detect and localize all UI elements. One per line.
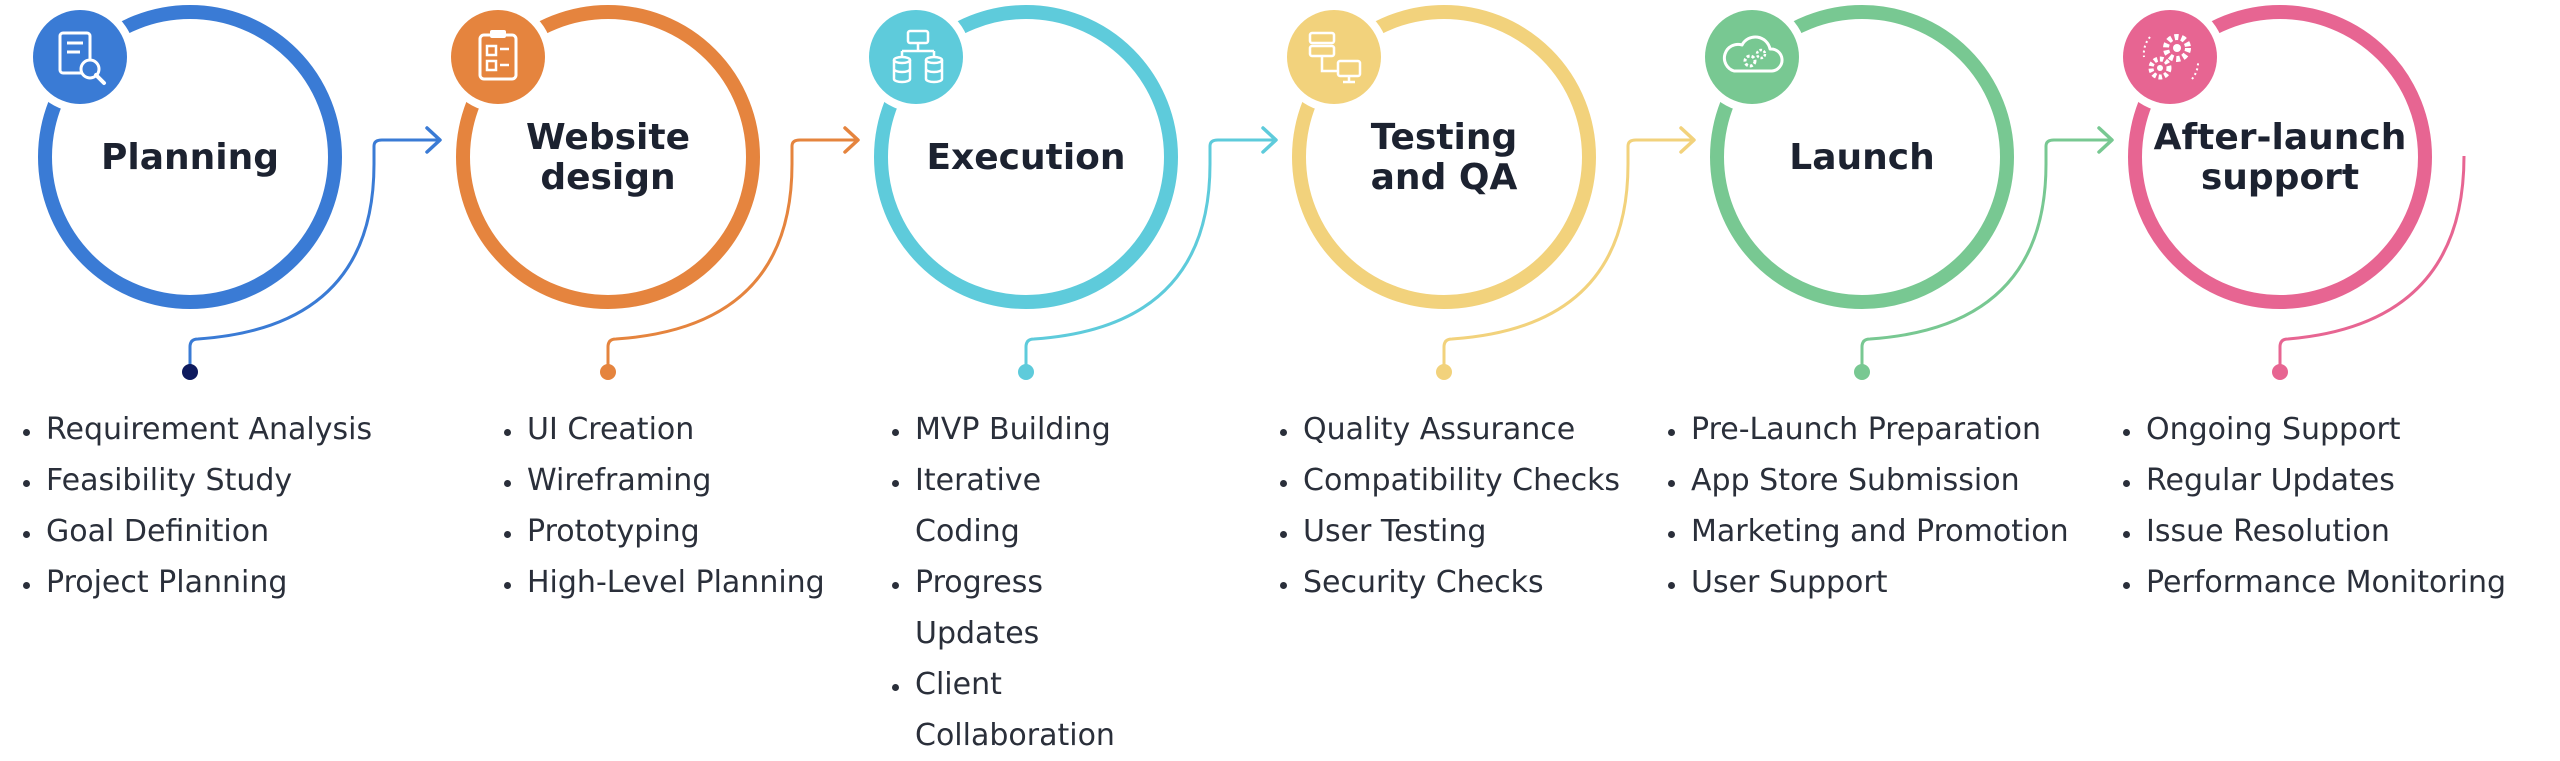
icon-badge xyxy=(451,10,545,104)
list-item: Regular Updates xyxy=(2144,455,2560,506)
search-document-icon xyxy=(58,31,106,85)
arrow-head-icon xyxy=(843,126,860,154)
list-item: App Store Submission xyxy=(1689,455,2129,506)
icon-badge xyxy=(1287,10,1381,104)
list-item: Iterative Coding xyxy=(913,455,1143,557)
list-item: Marketing and Promotion xyxy=(1689,506,2129,557)
list-item: Requirement Analysis xyxy=(44,404,514,455)
list-dot xyxy=(600,364,616,380)
connector-line xyxy=(188,138,440,372)
list-item: Feasibility Study xyxy=(44,455,514,506)
list-item: Performance Monitoring xyxy=(2144,557,2560,608)
step-list: Ongoing SupportRegular UpdatesIssue Reso… xyxy=(2116,404,2560,608)
step-list: Requirement AnalysisFeasibility StudyGoa… xyxy=(16,404,514,608)
step-list: Quality AssuranceCompatibility ChecksUse… xyxy=(1273,404,1686,608)
step-list: MVP BuildingIterative CodingProgress Upd… xyxy=(885,404,1143,761)
connector-line xyxy=(1860,138,2112,372)
step-title-line: support xyxy=(2201,157,2359,198)
list-item: Issue Resolution xyxy=(2144,506,2560,557)
step-list: Pre-Launch PreparationApp Store Submissi… xyxy=(1661,404,2129,608)
list-item: Project Planning xyxy=(44,557,514,608)
list-dot xyxy=(1018,364,1034,380)
list-dot xyxy=(182,364,198,380)
icon-badge xyxy=(33,10,127,104)
arrow-head-icon xyxy=(1679,126,1696,154)
arrow-head-icon xyxy=(425,126,442,154)
step-title: Launch xyxy=(1789,137,1934,178)
clipboard-layout-icon xyxy=(478,30,518,81)
list-item: User Testing xyxy=(1301,506,1686,557)
step-title-line: Website xyxy=(526,117,690,158)
step-title-line: Execution xyxy=(926,137,1125,178)
step-title: Planning xyxy=(101,137,279,178)
arrow-head-icon xyxy=(2097,126,2114,154)
arrow-head-icon xyxy=(1261,126,1278,154)
list-dot xyxy=(1436,364,1452,380)
step-title-line: and QA xyxy=(1371,157,1518,198)
step-title-line: design xyxy=(540,157,675,198)
step-5: Launch xyxy=(1697,2,2114,380)
list-item: High-Level Planning xyxy=(525,557,905,608)
list-item: Prototyping xyxy=(525,506,905,557)
connector-line xyxy=(2278,155,2466,372)
step-title-line: After-launch xyxy=(2154,117,2407,158)
list-item: UI Creation xyxy=(525,404,905,455)
list-item: Wireframing xyxy=(525,455,905,506)
step-3: Execution xyxy=(861,2,1278,380)
step-title: Execution xyxy=(926,137,1125,178)
step-list: UI CreationWireframingPrototypingHigh-Le… xyxy=(497,404,905,608)
list-item: Pre-Launch Preparation xyxy=(1689,404,2129,455)
list-item: Progress Updates xyxy=(913,557,1143,659)
server-monitor-icon xyxy=(1308,31,1362,84)
list-item: Compatibility Checks xyxy=(1301,455,1686,506)
list-item: MVP Building xyxy=(913,404,1143,455)
step-title-line: Planning xyxy=(101,137,279,178)
list-item: Client Collaboration xyxy=(913,659,1143,761)
list-item: Security Checks xyxy=(1301,557,1686,608)
connector-line xyxy=(606,138,858,372)
connector-line xyxy=(1024,138,1276,372)
cloud-gear-icon xyxy=(1722,35,1784,73)
list-item: Ongoing Support xyxy=(2144,404,2560,455)
step-1: Planning xyxy=(25,2,442,380)
step-title-line: Launch xyxy=(1789,137,1934,178)
connector-line xyxy=(1442,138,1694,372)
database-network-icon xyxy=(892,29,944,84)
list-item: User Support xyxy=(1689,557,2129,608)
gears-icon xyxy=(2142,34,2200,80)
step-title-line: Testing xyxy=(1371,117,1518,158)
list-dot xyxy=(2272,364,2288,380)
list-item: Quality Assurance xyxy=(1301,404,1686,455)
icon-badge xyxy=(869,10,963,104)
list-item: Goal Definition xyxy=(44,506,514,557)
list-dot xyxy=(1854,364,1870,380)
